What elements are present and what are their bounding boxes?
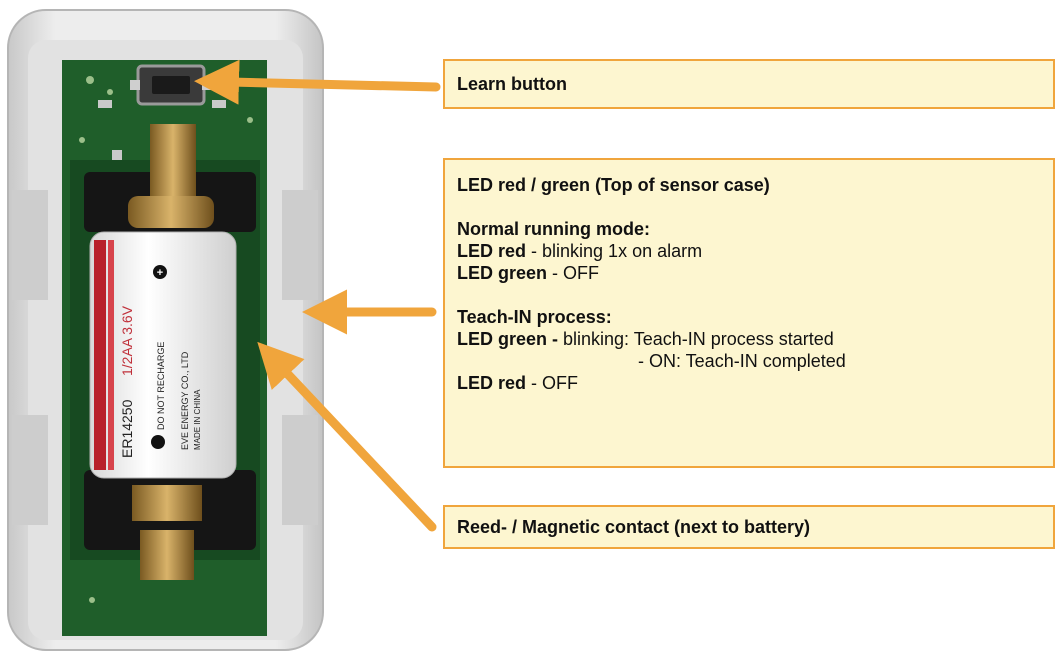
callout-arrows xyxy=(194,59,441,532)
learn-button-component xyxy=(130,64,212,106)
teach-red-label: LED red xyxy=(457,373,527,393)
reed-contact-label: Reed- / Magnetic contact (next to batter… xyxy=(457,517,811,537)
svg-text:+: + xyxy=(157,267,163,279)
teach-green-text-2: - ON: Teach-IN completed xyxy=(638,351,846,371)
battery-maker: EVE ENERGY CO., LTD xyxy=(180,351,190,450)
normal-green-text: - OFF xyxy=(547,263,600,283)
learn-button-callout: Learn button xyxy=(443,59,1055,109)
normal-red-label: LED red xyxy=(457,241,527,261)
learn-button-label: Learn button xyxy=(457,74,567,94)
normal-red-line: LED red - blinking 1x on alarm xyxy=(457,240,1041,262)
teach-red-text: - OFF xyxy=(526,373,579,393)
battery-holder xyxy=(84,124,256,580)
led-callout: LED red / green (Top of sensor case) Nor… xyxy=(443,158,1055,468)
teach-green-label: LED green - xyxy=(457,329,559,349)
teach-red-line: LED red - OFF xyxy=(457,372,1041,394)
battery-warning: DO NOT RECHARGE xyxy=(156,342,166,430)
battery-origin: MADE IN CHINA xyxy=(193,389,202,450)
normal-mode-heading: Normal running mode: xyxy=(457,219,650,239)
battery-spec: 1/2AA 3.6V xyxy=(119,305,135,376)
teach-in-heading: Teach-IN process: xyxy=(457,307,612,327)
teach-green-line: LED green - blinking: Teach-IN process s… xyxy=(457,328,1041,350)
reed-arrow xyxy=(257,341,437,532)
reed-contact-callout: Reed- / Magnetic contact (next to batter… xyxy=(443,505,1055,549)
battery-model: ER14250 xyxy=(119,399,135,458)
normal-green-label: LED green xyxy=(457,263,548,283)
learn-arrow xyxy=(194,59,441,105)
normal-red-text: - blinking 1x on alarm xyxy=(526,241,703,261)
battery: + ER14250 1/2AA 3.6V DO NOT RECHARGE EVE… xyxy=(89,231,237,479)
teach-green-text: blinking: Teach-IN process started xyxy=(558,329,834,349)
normal-green-line: LED green - OFF xyxy=(457,262,1041,284)
led-callout-title: LED red / green (Top of sensor case) xyxy=(457,175,770,195)
